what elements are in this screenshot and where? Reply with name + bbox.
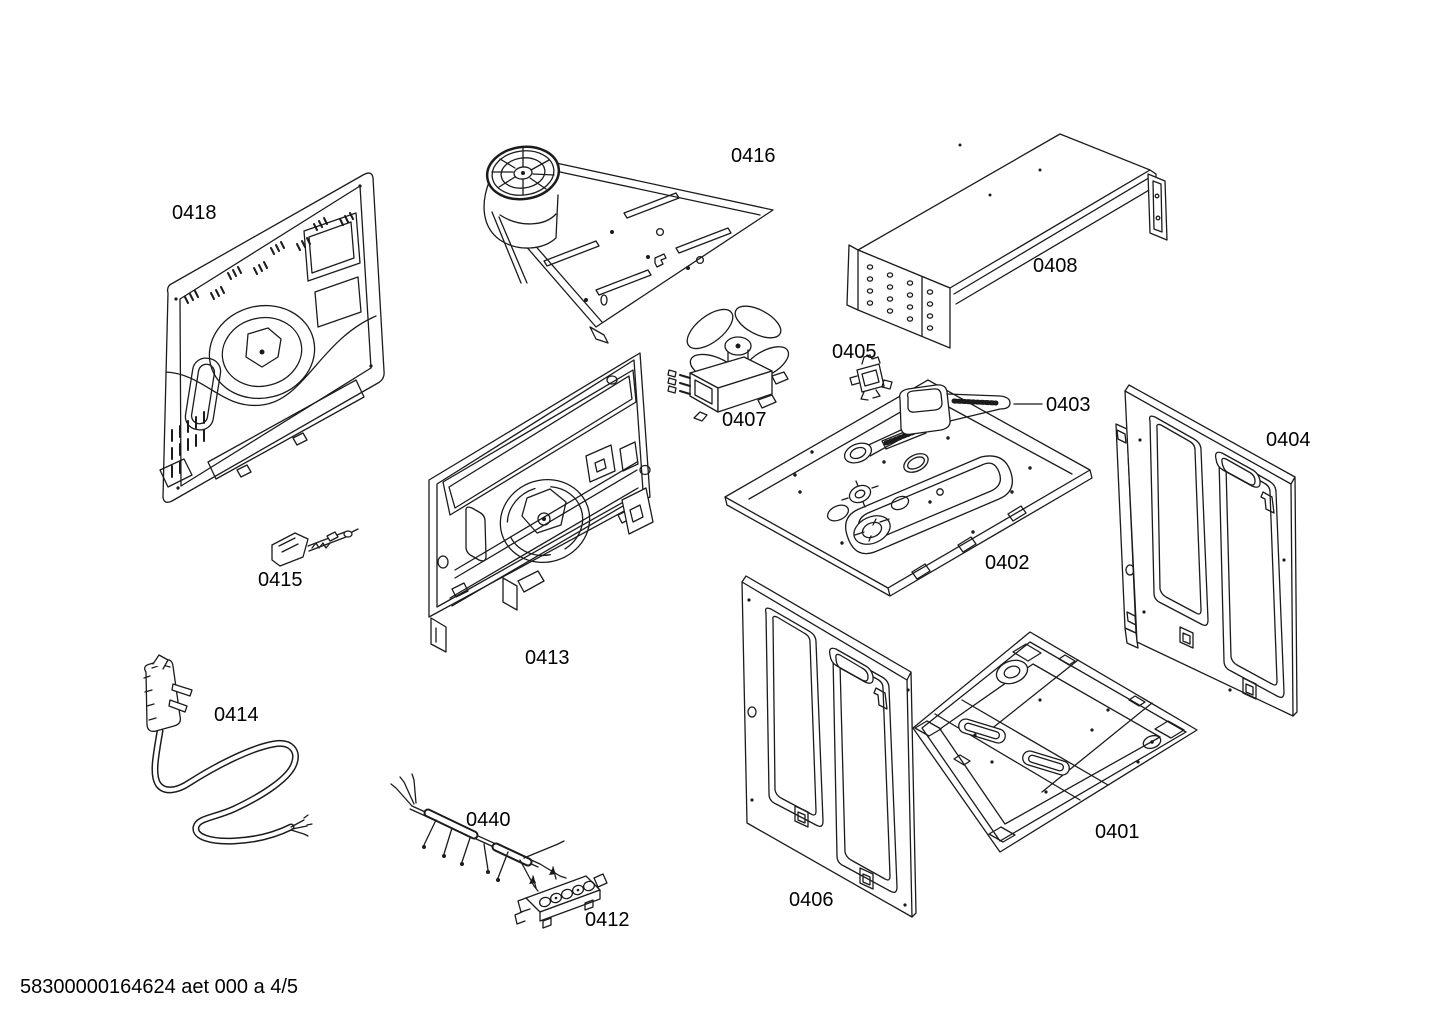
- part-0415-latch-drawing: [271, 528, 359, 567]
- part-0406-left-side-panel-drawing: [741, 575, 917, 918]
- part-label-0414: 0414: [214, 704, 259, 726]
- part-label-0440: 0440: [466, 809, 511, 831]
- part-label-0413: 0413: [525, 647, 570, 669]
- part-0418-rear-outer-panel-drawing: [159, 172, 385, 503]
- doc-reference: 58300000164624 aet 000 a 4/5: [20, 976, 299, 998]
- part-0414-power-cord-drawing: [143, 654, 313, 845]
- part-0413-inner-rear-panel-drawing: [428, 352, 654, 653]
- part-0408-cover-bracket-drawing: [846, 133, 1168, 349]
- part-0416-top-panel-blower-drawing: [483, 145, 774, 344]
- part-label-0408: 0408: [1033, 255, 1078, 277]
- part-0407-fan-motor-drawing: [667, 305, 790, 422]
- part-0412-terminal-block-drawing: [514, 866, 608, 929]
- part-0440-wiring-harness-drawing: [390, 773, 567, 892]
- part-0402-top-panel-drawing: [724, 379, 1093, 597]
- part-label-0407: 0407: [722, 409, 767, 431]
- part-0401-base-panel-drawing: [912, 631, 1198, 853]
- part-label-0404: 0404: [1266, 429, 1311, 451]
- part-0405-switch-drawing: [849, 354, 893, 401]
- part-label-0401: 0401: [1095, 821, 1140, 843]
- part-0404-right-side-panel-drawing: [1115, 384, 1298, 717]
- part-label-0406: 0406: [789, 889, 834, 911]
- part-label-0412: 0412: [585, 909, 630, 931]
- part-label-0405: 0405: [832, 341, 877, 363]
- part-label-0402: 0402: [985, 552, 1030, 574]
- part-0403-air-duct-drawing: [843, 384, 1043, 464]
- part-label-0418: 0418: [172, 202, 217, 224]
- part-label-0416: 0416: [731, 145, 776, 167]
- part-label-0415: 0415: [258, 569, 303, 591]
- part-label-0403: 0403: [1046, 394, 1091, 416]
